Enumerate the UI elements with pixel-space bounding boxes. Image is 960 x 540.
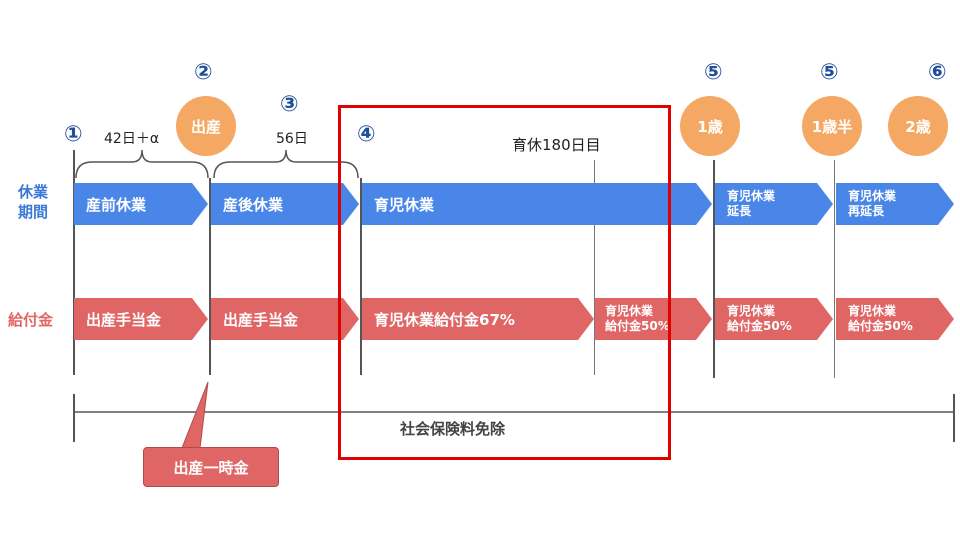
milestone-5b-line [834, 160, 835, 378]
day-180-line [594, 160, 595, 375]
childcare-benefit-50b-arrow: 育児休業 給付金50% [715, 298, 833, 340]
leave-re-extension-arrow: 育児休業 再延長 [836, 183, 954, 225]
prenatal-leave-label: 産前休業 [86, 195, 147, 214]
milestone-5a-line [713, 160, 715, 378]
leave-period-row-label: 休業 期間 [18, 183, 49, 221]
childcare-leave-highlight-box [338, 105, 671, 460]
social-insurance-bracket [73, 394, 955, 442]
milestone-5b-number: ⑤ [820, 60, 839, 85]
leave-extension-arrow: 育児休業 延長 [715, 183, 833, 225]
age-1-circle: 1歳 [680, 96, 740, 156]
postnatal-leave-arrow: 産後休業 [211, 183, 359, 225]
milestone-5a-number: ⑤ [704, 60, 723, 85]
birth-lump-sum-callout: 出産一時金 [143, 447, 279, 487]
milestone-6-number: ⑥ [928, 60, 947, 85]
prenatal-leave-arrow: 産前休業 [74, 183, 208, 225]
postnatal-benefit-label: 出産手当金 [223, 310, 299, 329]
milestone-4-number: ④ [357, 122, 376, 147]
milestone-2-line [209, 178, 211, 375]
prenatal-benefit-arrow: 出産手当金 [74, 298, 208, 340]
milestone-1-number: ① [64, 122, 83, 147]
milestone-4-line [360, 178, 362, 375]
childcare-benefit-50a-arrow: 育児休業 給付金50% [595, 298, 712, 340]
milestone-2-number: ② [194, 60, 213, 85]
day-180-label: 育休180日目 [512, 136, 601, 154]
postnatal-duration-label: 56日 [276, 131, 308, 147]
benefit-row-label: 給付金 [8, 311, 54, 329]
social-insurance-exemption-label: 社会保険料免除 [400, 420, 506, 438]
age-2-circle: 2歳 [888, 96, 948, 156]
prenatal-duration-label: 42日＋α [104, 131, 160, 147]
milestone-3-number: ③ [280, 92, 299, 117]
postnatal-benefit-arrow: 出産手当金 [211, 298, 359, 340]
childcare-benefit-50c-label: 育児休業 給付金50% [848, 304, 913, 333]
prenatal-benefit-label: 出産手当金 [86, 310, 162, 329]
childcare-leave-arrow: 育児休業 [362, 183, 712, 225]
childcare-benefit-67-arrow: 育児休業給付金67% [362, 298, 594, 340]
age-1-5-circle: 1歳半 [802, 96, 862, 156]
childcare-leave-label: 育児休業 [374, 195, 435, 214]
callout-pointer [181, 381, 209, 449]
milestone-1-line [73, 150, 75, 375]
childcare-benefit-50c-arrow: 育児休業 給付金50% [836, 298, 954, 340]
leave-extension-label: 育児休業 延長 [727, 189, 776, 218]
childcare-benefit-50a-label: 育児休業 給付金50% [605, 304, 670, 333]
leave-re-extension-label: 育児休業 再延長 [848, 189, 897, 218]
birth-circle: 出産 [176, 96, 236, 156]
childcare-benefit-67-label: 育児休業給付金67% [374, 310, 515, 329]
postnatal-leave-label: 産後休業 [223, 195, 284, 214]
childcare-benefit-50b-label: 育児休業 給付金50% [727, 304, 792, 333]
prenatal-brace [75, 149, 209, 179]
postnatal-brace [213, 149, 359, 179]
